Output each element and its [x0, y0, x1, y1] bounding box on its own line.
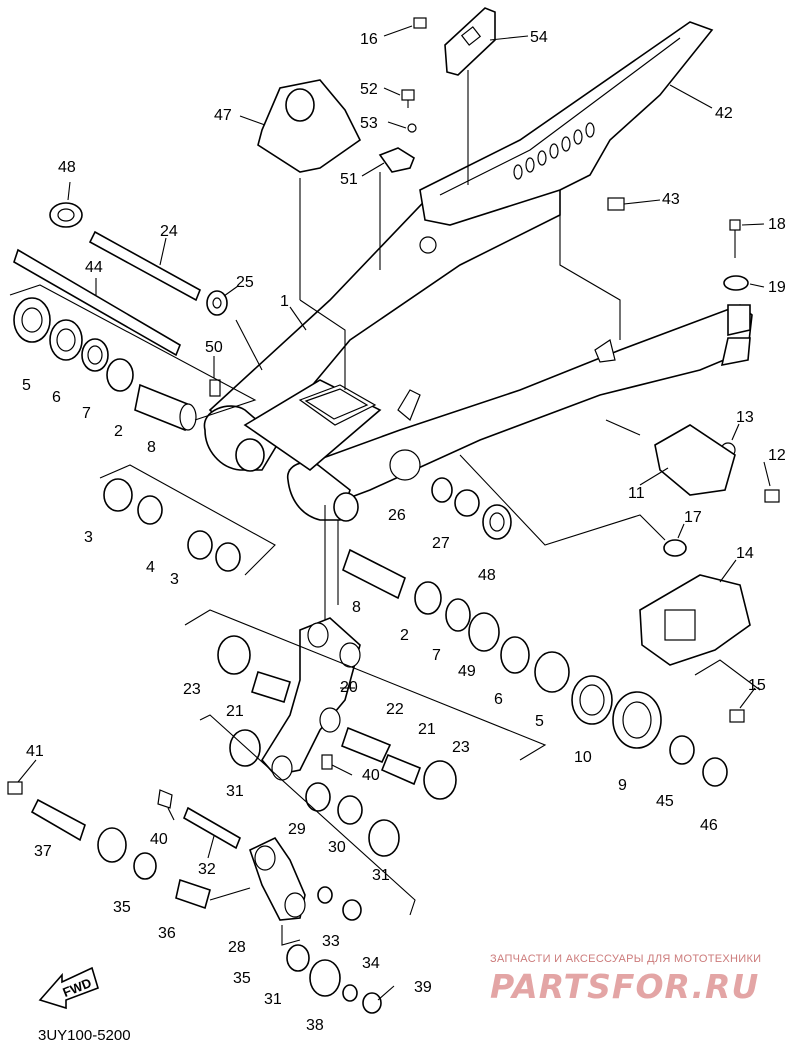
- callout-12: 12: [768, 447, 786, 464]
- callout-2: 2: [114, 423, 123, 440]
- callout-42: 42: [715, 105, 733, 122]
- group-lines: [9, 70, 761, 946]
- callout-52: 52: [360, 81, 378, 98]
- callout-26: 26: [388, 507, 406, 524]
- chain-guard: [419, 21, 714, 226]
- callout-3: 3: [84, 529, 93, 546]
- callout-47: 47: [214, 107, 232, 124]
- callout-13: 13: [736, 409, 754, 426]
- callout-7-b: 7: [432, 647, 441, 664]
- callout-24: 24: [160, 223, 178, 240]
- callout-39: 39: [414, 979, 432, 996]
- callout-34: 34: [362, 955, 380, 972]
- watermark: ЗАПЧАСТИ И АКСЕССУАРЫ ДЛЯ МОТОТЕХНИКИ PA…: [490, 953, 761, 1006]
- callout-5-b: 5: [535, 713, 544, 730]
- callout-8: 8: [147, 439, 156, 456]
- callout-30: 30: [328, 839, 346, 856]
- callout-21-b: 21: [418, 721, 436, 738]
- callout-14: 14: [736, 545, 754, 562]
- callout-45: 45: [656, 793, 674, 810]
- callout-35-b: 35: [233, 970, 251, 987]
- callout-50: 50: [205, 339, 223, 356]
- callout-18: 18: [768, 216, 786, 233]
- callout-38: 38: [306, 1017, 324, 1034]
- callout-3-b: 3: [170, 571, 179, 588]
- callout-4: 4: [146, 559, 155, 576]
- callout-40: 40: [362, 767, 380, 784]
- callout-2-b: 2: [400, 627, 409, 644]
- callout-11: 11: [628, 485, 645, 502]
- callout-9: 9: [618, 777, 627, 794]
- callout-15: 15: [748, 677, 766, 694]
- callout-6: 6: [52, 389, 61, 406]
- callout-22: 22: [386, 701, 404, 718]
- callout-43: 43: [662, 191, 680, 208]
- callout-41: 41: [26, 743, 44, 760]
- callout-31-b: 31: [372, 867, 390, 884]
- callout-25: 25: [236, 274, 254, 291]
- callout-8-b: 8: [352, 599, 361, 616]
- small-parts: [7, 7, 780, 1014]
- callout-21: 21: [226, 703, 244, 720]
- diagram-code: 3UY100-5200: [38, 1027, 131, 1044]
- callout-19: 19: [768, 279, 786, 296]
- watermark-tagline: ЗАПЧАСТИ И АКСЕССУАРЫ ДЛЯ МОТОТЕХНИКИ: [490, 953, 761, 965]
- callout-6-b: 6: [494, 691, 503, 708]
- callout-48-b: 48: [478, 567, 496, 584]
- callout-28: 28: [228, 939, 246, 956]
- callout-31-c: 31: [264, 991, 282, 1008]
- callout-33: 33: [322, 933, 340, 950]
- callout-44: 44: [85, 259, 103, 276]
- callout-20: 20: [340, 679, 358, 696]
- callout-leaders: [17, 25, 771, 1001]
- callout-48: 48: [58, 159, 76, 176]
- watermark-logo: PARTSFOR.RU: [490, 967, 759, 1006]
- callout-1: 1: [280, 293, 289, 310]
- callout-32: 32: [198, 861, 216, 878]
- callout-40-b: 40: [150, 831, 168, 848]
- callout-31: 31: [226, 783, 244, 800]
- callout-51: 51: [340, 171, 358, 188]
- callout-37: 37: [34, 843, 52, 860]
- callout-5: 5: [22, 377, 31, 394]
- callout-29: 29: [288, 821, 306, 838]
- callout-54: 54: [530, 29, 548, 46]
- fwd-arrow: FWD: [38, 966, 99, 1010]
- callout-23: 23: [183, 681, 201, 698]
- callout-53: 53: [360, 115, 378, 132]
- callout-16: 16: [360, 31, 378, 48]
- callout-numbers: 16 54 52 53 47 51 42 48 24 44 25 43 18 1…: [22, 29, 786, 1034]
- callout-27: 27: [432, 535, 450, 552]
- callout-23-b: 23: [452, 739, 470, 756]
- callout-35: 35: [113, 899, 131, 916]
- callout-46: 46: [700, 817, 718, 834]
- callout-10: 10: [574, 749, 592, 766]
- callout-49: 49: [458, 663, 476, 680]
- callout-7: 7: [82, 405, 91, 422]
- callout-36: 36: [158, 925, 176, 942]
- callout-17: 17: [684, 509, 702, 526]
- swingarm: [203, 149, 753, 522]
